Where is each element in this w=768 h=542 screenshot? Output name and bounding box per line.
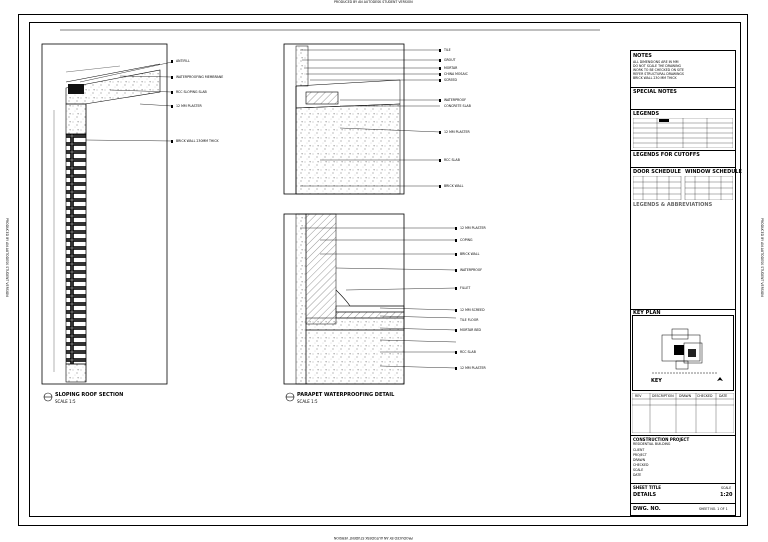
rb-callout-8: MORTAR BED <box>460 328 482 332</box>
legends-heading: LEGENDS <box>633 111 660 117</box>
notes-line-1: ALL DIMENSIONS ARE IN MM <box>633 60 679 64</box>
left-callout-3: RCC SLOPING SLAB <box>176 90 207 94</box>
key-plan-heading: KEY PLAN <box>633 310 661 316</box>
dwg-no-label: DWG. NO. <box>633 506 661 512</box>
rt-callout-5: SCREED <box>444 78 457 82</box>
scale-value: 1:20 <box>720 492 733 498</box>
info-row-2: PROJECT <box>633 453 647 457</box>
rev-col-3: DRAWN <box>679 394 692 398</box>
rb-callout-1: 12 MM PLASTER <box>460 226 486 230</box>
rt-callout-9: RCC SLAB <box>444 158 460 162</box>
abbrev-heading: LEGENDS & ABBREVIATIONS <box>633 202 713 208</box>
left-detail-title: SLOPING ROOF SECTION <box>55 392 124 398</box>
parapet-waterproofing-drawing <box>283 213 457 385</box>
rt-callout-2: GROUT <box>444 58 456 62</box>
rb-callout-4: WATERPROOF <box>460 268 483 272</box>
rev-col-2: DESCRIPTION <box>652 394 674 398</box>
key-plan-drawing <box>632 315 734 391</box>
watermark-top: PRODUCED BY AN AUTODESK STUDENT VERSION <box>334 0 413 4</box>
notes-line-5: BRICK WALL 230 MM THICK <box>633 76 677 80</box>
left-detail-scale: SCALE 1:5 <box>55 399 76 404</box>
right-detail-title: PARAPET WATERPROOFING DETAIL <box>297 392 395 398</box>
rt-callout-4: CHINA MOSAIC <box>444 72 468 76</box>
roof-waterproofing-drawing <box>283 43 441 195</box>
info-row-6: DATE <box>633 473 642 477</box>
rb-callout-5: FILLET <box>460 286 471 290</box>
rt-callout-7: CONCRETE SLAB <box>444 104 471 108</box>
project-line-2: RESIDENTIAL BUILDING <box>633 442 671 446</box>
sheet-outer-border <box>18 14 748 526</box>
right-detail-scale: SCALE 1:5 <box>297 399 318 404</box>
info-row-4: CHECKED <box>633 463 649 467</box>
rt-callout-1: TILE <box>444 48 451 52</box>
window-schedule-heading: WINDOW SCHEDULE <box>685 169 742 175</box>
left-callout-2: WATERPROOFING MEMBRANE <box>176 75 224 79</box>
rt-callout-6: WATERPROOF <box>444 98 467 102</box>
notes-line-2: DO NOT SCALE THE DRAWING <box>633 64 681 68</box>
rb-callout-10: 12 MM PLASTER <box>460 366 486 370</box>
sheet-no: SHEET NO. 1 OF 1 <box>699 507 728 511</box>
rb-callout-3: BRICK WALL <box>460 252 480 256</box>
info-row-3: DRAWN <box>633 458 646 462</box>
revision-table <box>632 393 734 433</box>
rt-callout-8: 12 MM PLASTER <box>444 130 470 134</box>
rev-col-1: REV <box>635 394 642 398</box>
notes-line-4: REFER STRUCTURAL DRAWINGS <box>633 72 684 76</box>
legends-table <box>633 118 733 148</box>
legend-cutoffs-heading: LEGENDS FOR CUTOFFS <box>633 152 700 158</box>
sheet-title: DETAILS <box>633 492 657 498</box>
info-row-5: SCALE <box>633 468 644 472</box>
left-callout-1: ANTIFILL <box>176 59 190 63</box>
special-notes-heading: SPECIAL NOTES <box>633 89 677 95</box>
rb-callout-7: TILE FLOOR <box>460 318 479 322</box>
info-row-1: CLIENT <box>633 448 645 452</box>
sloping-roof-section-drawing <box>41 43 173 385</box>
schedule-tables <box>633 176 733 200</box>
rb-callout-9: RCC SLAB <box>460 350 476 354</box>
rb-callout-2: COPING <box>460 238 473 242</box>
rev-col-4: CHECKED <box>697 394 713 398</box>
project-line-1: CONSTRUCTION PROJECT <box>633 437 690 442</box>
detail-marker-right <box>285 392 295 402</box>
scale-label: SCALE <box>721 486 732 490</box>
key-plan-label: KEY <box>651 378 662 384</box>
left-callout-5: BRICK WALL 230MM THICK <box>176 139 219 143</box>
rb-callout-6: 12 MM SCREED <box>460 308 485 312</box>
sheet-title-label: SHEET TITLE <box>633 485 662 490</box>
rt-callout-10: BRICK WALL <box>444 184 464 188</box>
detail-marker-left <box>43 392 53 402</box>
notes-heading: NOTES <box>633 53 652 59</box>
rev-col-5: DATE <box>719 394 728 398</box>
left-callout-4: 12 MM PLASTER <box>176 104 202 108</box>
sheet-inner-border <box>29 22 741 517</box>
notes-line-3: WORK TO BE CHECKED ON SITE <box>633 68 684 72</box>
door-schedule-heading: DOOR SCHEDULE <box>633 169 681 175</box>
rt-callout-3: MORTAR <box>444 66 458 70</box>
title-block: NOTES ALL DIMENSIONS ARE IN MM DO NOT SC… <box>630 50 742 516</box>
